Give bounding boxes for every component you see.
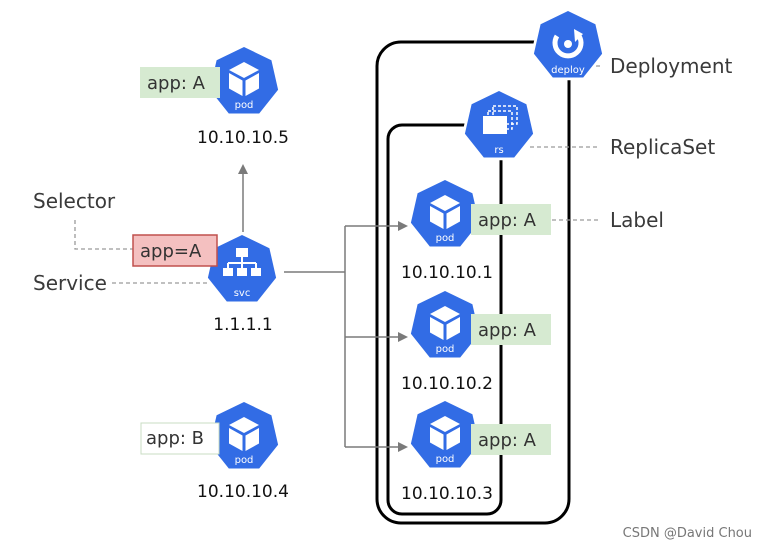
pod-ip-bottom: 10.10.10.4: [197, 482, 289, 502]
pod-caption: pod: [436, 344, 455, 355]
replicaset-icon[interactable]: rs: [462, 88, 536, 161]
replicaset-annotation: ReplicaSet: [610, 135, 715, 159]
deploy-icon[interactable]: deploy: [531, 8, 605, 81]
label-tag-top: app: A: [140, 67, 220, 98]
pod-icon-top[interactable]: pod: [207, 44, 281, 117]
annotation-leaders: [74, 65, 600, 284]
service-connectors: [238, 164, 408, 452]
pod-icon-3[interactable]: pod: [408, 398, 482, 471]
pod-icon-2[interactable]: pod: [408, 288, 482, 361]
label-tag-text: app: A: [147, 73, 206, 94]
selector-annotation: Selector: [33, 189, 116, 213]
svc-icon[interactable]: svc: [205, 232, 279, 305]
pod-ip-2: 10.10.10.2: [401, 374, 493, 394]
pod-caption: pod: [436, 454, 455, 465]
service-ip: 1.1.1.1: [213, 315, 272, 335]
label-tag-text: app: A: [478, 430, 537, 451]
deployment-frame: [375, 40, 571, 525]
pod-caption: pod: [235, 100, 254, 111]
label-annotation: Label: [610, 208, 664, 232]
pod-icon-1[interactable]: pod: [408, 177, 482, 250]
pod-icon-bottom[interactable]: pod: [207, 399, 281, 472]
deploy-icon-caption: deploy: [551, 65, 585, 76]
service-annotation: Service: [33, 271, 107, 295]
selector-leader: [74, 220, 134, 250]
rs-icon-caption: rs: [494, 145, 503, 156]
pod-caption: pod: [436, 233, 455, 244]
label-tag-text: app: B: [146, 428, 204, 449]
label-tag-text: app: A: [478, 320, 537, 341]
pod-ip-top: 10.10.10.5: [197, 128, 289, 148]
service-selector-tag: app=A: [132, 234, 218, 267]
label-tag-2: app: A: [471, 314, 551, 345]
label-tag-3: app: A: [471, 424, 551, 455]
label-tag-text: app: A: [478, 210, 537, 231]
label-tag-bottom: app: B: [140, 422, 220, 455]
svc-icon-caption: svc: [234, 288, 251, 299]
deployment-annotation: Deployment: [610, 54, 732, 78]
label-tag-1: app: A: [471, 204, 551, 235]
selector-text: app=A: [140, 241, 202, 262]
pod-ip-1: 10.10.10.1: [401, 263, 493, 283]
pod-ip-3: 10.10.10.3: [401, 484, 493, 504]
pod-caption: pod: [235, 455, 254, 466]
watermark: CSDN @David Chou: [623, 526, 752, 541]
